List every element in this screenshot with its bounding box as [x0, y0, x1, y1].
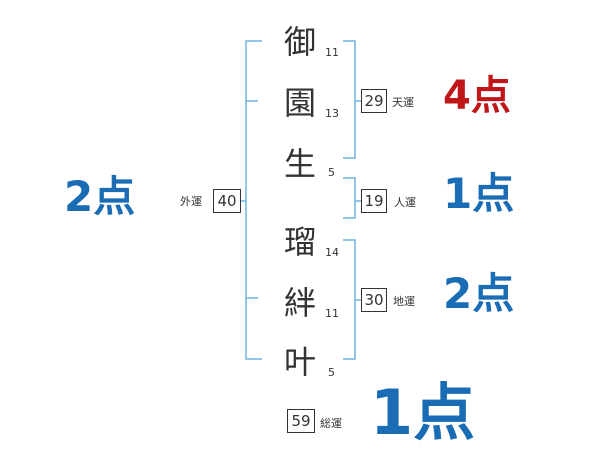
- gaiun-score: 2点: [64, 172, 136, 221]
- chiun-value-box: 30: [361, 288, 387, 312]
- stroke-count-4: 14: [325, 246, 339, 259]
- souun-score: 1点: [370, 376, 476, 449]
- souun-label: 総運: [320, 417, 342, 430]
- tenun-bracket: [343, 40, 356, 159]
- tenun-score: 4点: [443, 73, 511, 119]
- chiun-bracket: [343, 239, 356, 360]
- stroke-count-6: 5: [328, 366, 335, 379]
- name-char-3: 生: [283, 145, 316, 183]
- chiun-score: 2点: [443, 269, 515, 318]
- name-char-6: 叶: [283, 343, 316, 381]
- gaiun-value-box: 40: [213, 189, 241, 213]
- jinun-label: 人運: [394, 196, 416, 209]
- name-char-4: 瑠: [283, 223, 316, 261]
- tenun-value-box: 29: [361, 89, 387, 113]
- name-char-2: 園: [283, 84, 316, 122]
- chiun-label: 地運: [393, 295, 415, 308]
- jinun-bracket: [343, 177, 356, 219]
- jinun-value-box: 19: [361, 189, 387, 213]
- gaiun-label: 外運: [180, 195, 202, 208]
- tenun-label: 天運: [392, 96, 414, 109]
- stroke-count-1: 11: [325, 46, 339, 59]
- name-char-5: 絆: [283, 284, 316, 322]
- stroke-count-5: 11: [325, 307, 339, 320]
- left-bracket: [245, 40, 262, 360]
- name-char-1: 御: [283, 23, 316, 61]
- stroke-count-3: 5: [328, 166, 335, 179]
- souun-value-box: 59: [287, 409, 315, 433]
- jinun-score: 1点: [443, 169, 515, 218]
- stroke-count-2: 13: [325, 107, 339, 120]
